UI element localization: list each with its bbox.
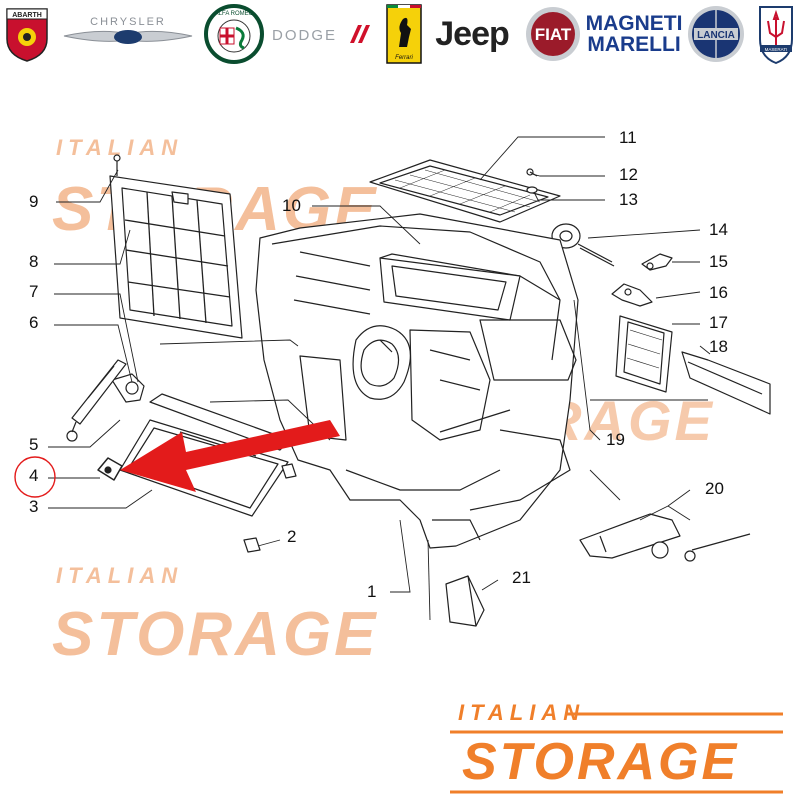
logo-stripes xyxy=(450,712,783,794)
svg-text:CHRYSLER: CHRYSLER xyxy=(90,16,166,28)
part-21-clip xyxy=(445,575,485,627)
magneti-marelli-wordmark: MAGNETI MARELLI xyxy=(585,12,683,56)
callout-7: 7 xyxy=(29,282,39,301)
fiat-badge-icon: FIAT xyxy=(524,4,582,64)
callout-5: 5 xyxy=(29,435,39,454)
callout-6: 6 xyxy=(29,313,39,332)
brand-logo-strip: ABARTH CHRYSLER ALFA ROMEO DODGE xyxy=(0,0,800,70)
watermark-lower: ITALIAN STORAGE xyxy=(52,563,378,669)
callout-2: 2 xyxy=(287,527,297,546)
svg-text:FIAT: FIAT xyxy=(535,25,572,44)
callout-20: 20 xyxy=(705,479,724,498)
part-13-washer xyxy=(526,186,538,194)
part-16-bracket xyxy=(611,283,653,307)
part-17-filter-cartridge xyxy=(615,315,673,393)
ferrari-horse-icon: Ferrari xyxy=(385,4,423,64)
svg-text:STORAGE: STORAGE xyxy=(52,600,378,669)
callout-21: 21 xyxy=(512,568,531,587)
callout-4-highlight-circle xyxy=(14,456,56,498)
callout-4: 4 xyxy=(29,466,39,485)
callout-14: 14 xyxy=(709,220,728,239)
part-4-pivot-pin xyxy=(97,457,123,481)
svg-text:ABARTH: ABARTH xyxy=(12,12,42,19)
logo-top-text: ITALIAN xyxy=(458,700,586,725)
callout-9: 9 xyxy=(29,192,39,211)
part-11-air-filter xyxy=(369,159,561,223)
part-15-lever xyxy=(641,253,673,271)
callout-11: 11 xyxy=(619,128,637,147)
italian-storage-logo: ITALIAN STORAGE xyxy=(448,700,788,795)
svg-text:Ferrari: Ferrari xyxy=(395,55,413,61)
chrysler-wings-icon: CHRYSLER xyxy=(62,4,194,64)
dodge-stripes-icon: DODGE xyxy=(270,4,374,64)
callout-16: 16 xyxy=(709,283,728,302)
part-5-linkage xyxy=(111,373,145,403)
svg-text:DODGE: DODGE xyxy=(272,27,337,44)
svg-text:ITALIAN: ITALIAN xyxy=(56,563,183,588)
callout-19: 19 xyxy=(606,430,625,449)
svg-text:MASERATI: MASERATI xyxy=(765,47,788,52)
heater-assembly-exploded-diagram: ITALIAN STORAGE ITALIAN STORAGE ITALIAN … xyxy=(14,135,771,669)
callout-13: 13 xyxy=(619,190,638,209)
part-9-screw xyxy=(113,154,121,176)
part-6-rack-actuator xyxy=(66,359,127,442)
callout-10: 10 xyxy=(282,196,301,215)
lancia-badge-icon: LANCIA xyxy=(685,4,747,64)
abarth-scorpion-icon: ABARTH xyxy=(2,4,52,64)
maserati-trident-icon: MASERATI xyxy=(753,4,799,65)
callout-18: 18 xyxy=(709,337,728,356)
highlight-arrow xyxy=(120,420,340,492)
part-2-bush xyxy=(243,463,297,553)
callout-3: 3 xyxy=(29,497,39,516)
part-18-duct xyxy=(681,351,771,415)
svg-text:LANCIA: LANCIA xyxy=(697,30,735,41)
jeep-wordmark: Jeep xyxy=(435,14,509,53)
callout-15: 15 xyxy=(709,252,728,271)
leader-lines xyxy=(48,136,711,621)
callout-8: 8 xyxy=(29,252,39,271)
part-20-motor-assembly xyxy=(579,513,751,562)
logo-main-text: STORAGE xyxy=(462,733,740,791)
part-10-heater-housing xyxy=(255,213,579,549)
part-3-blend-door xyxy=(119,419,289,517)
callout-12: 12 xyxy=(619,165,638,184)
callout-17: 17 xyxy=(709,313,728,332)
svg-text:ALFA ROMEO: ALFA ROMEO xyxy=(215,11,254,17)
alfa-romeo-icon: ALFA ROMEO xyxy=(203,4,265,64)
callout-1: 1 xyxy=(367,582,377,601)
part-8-filter-frame xyxy=(109,175,243,339)
